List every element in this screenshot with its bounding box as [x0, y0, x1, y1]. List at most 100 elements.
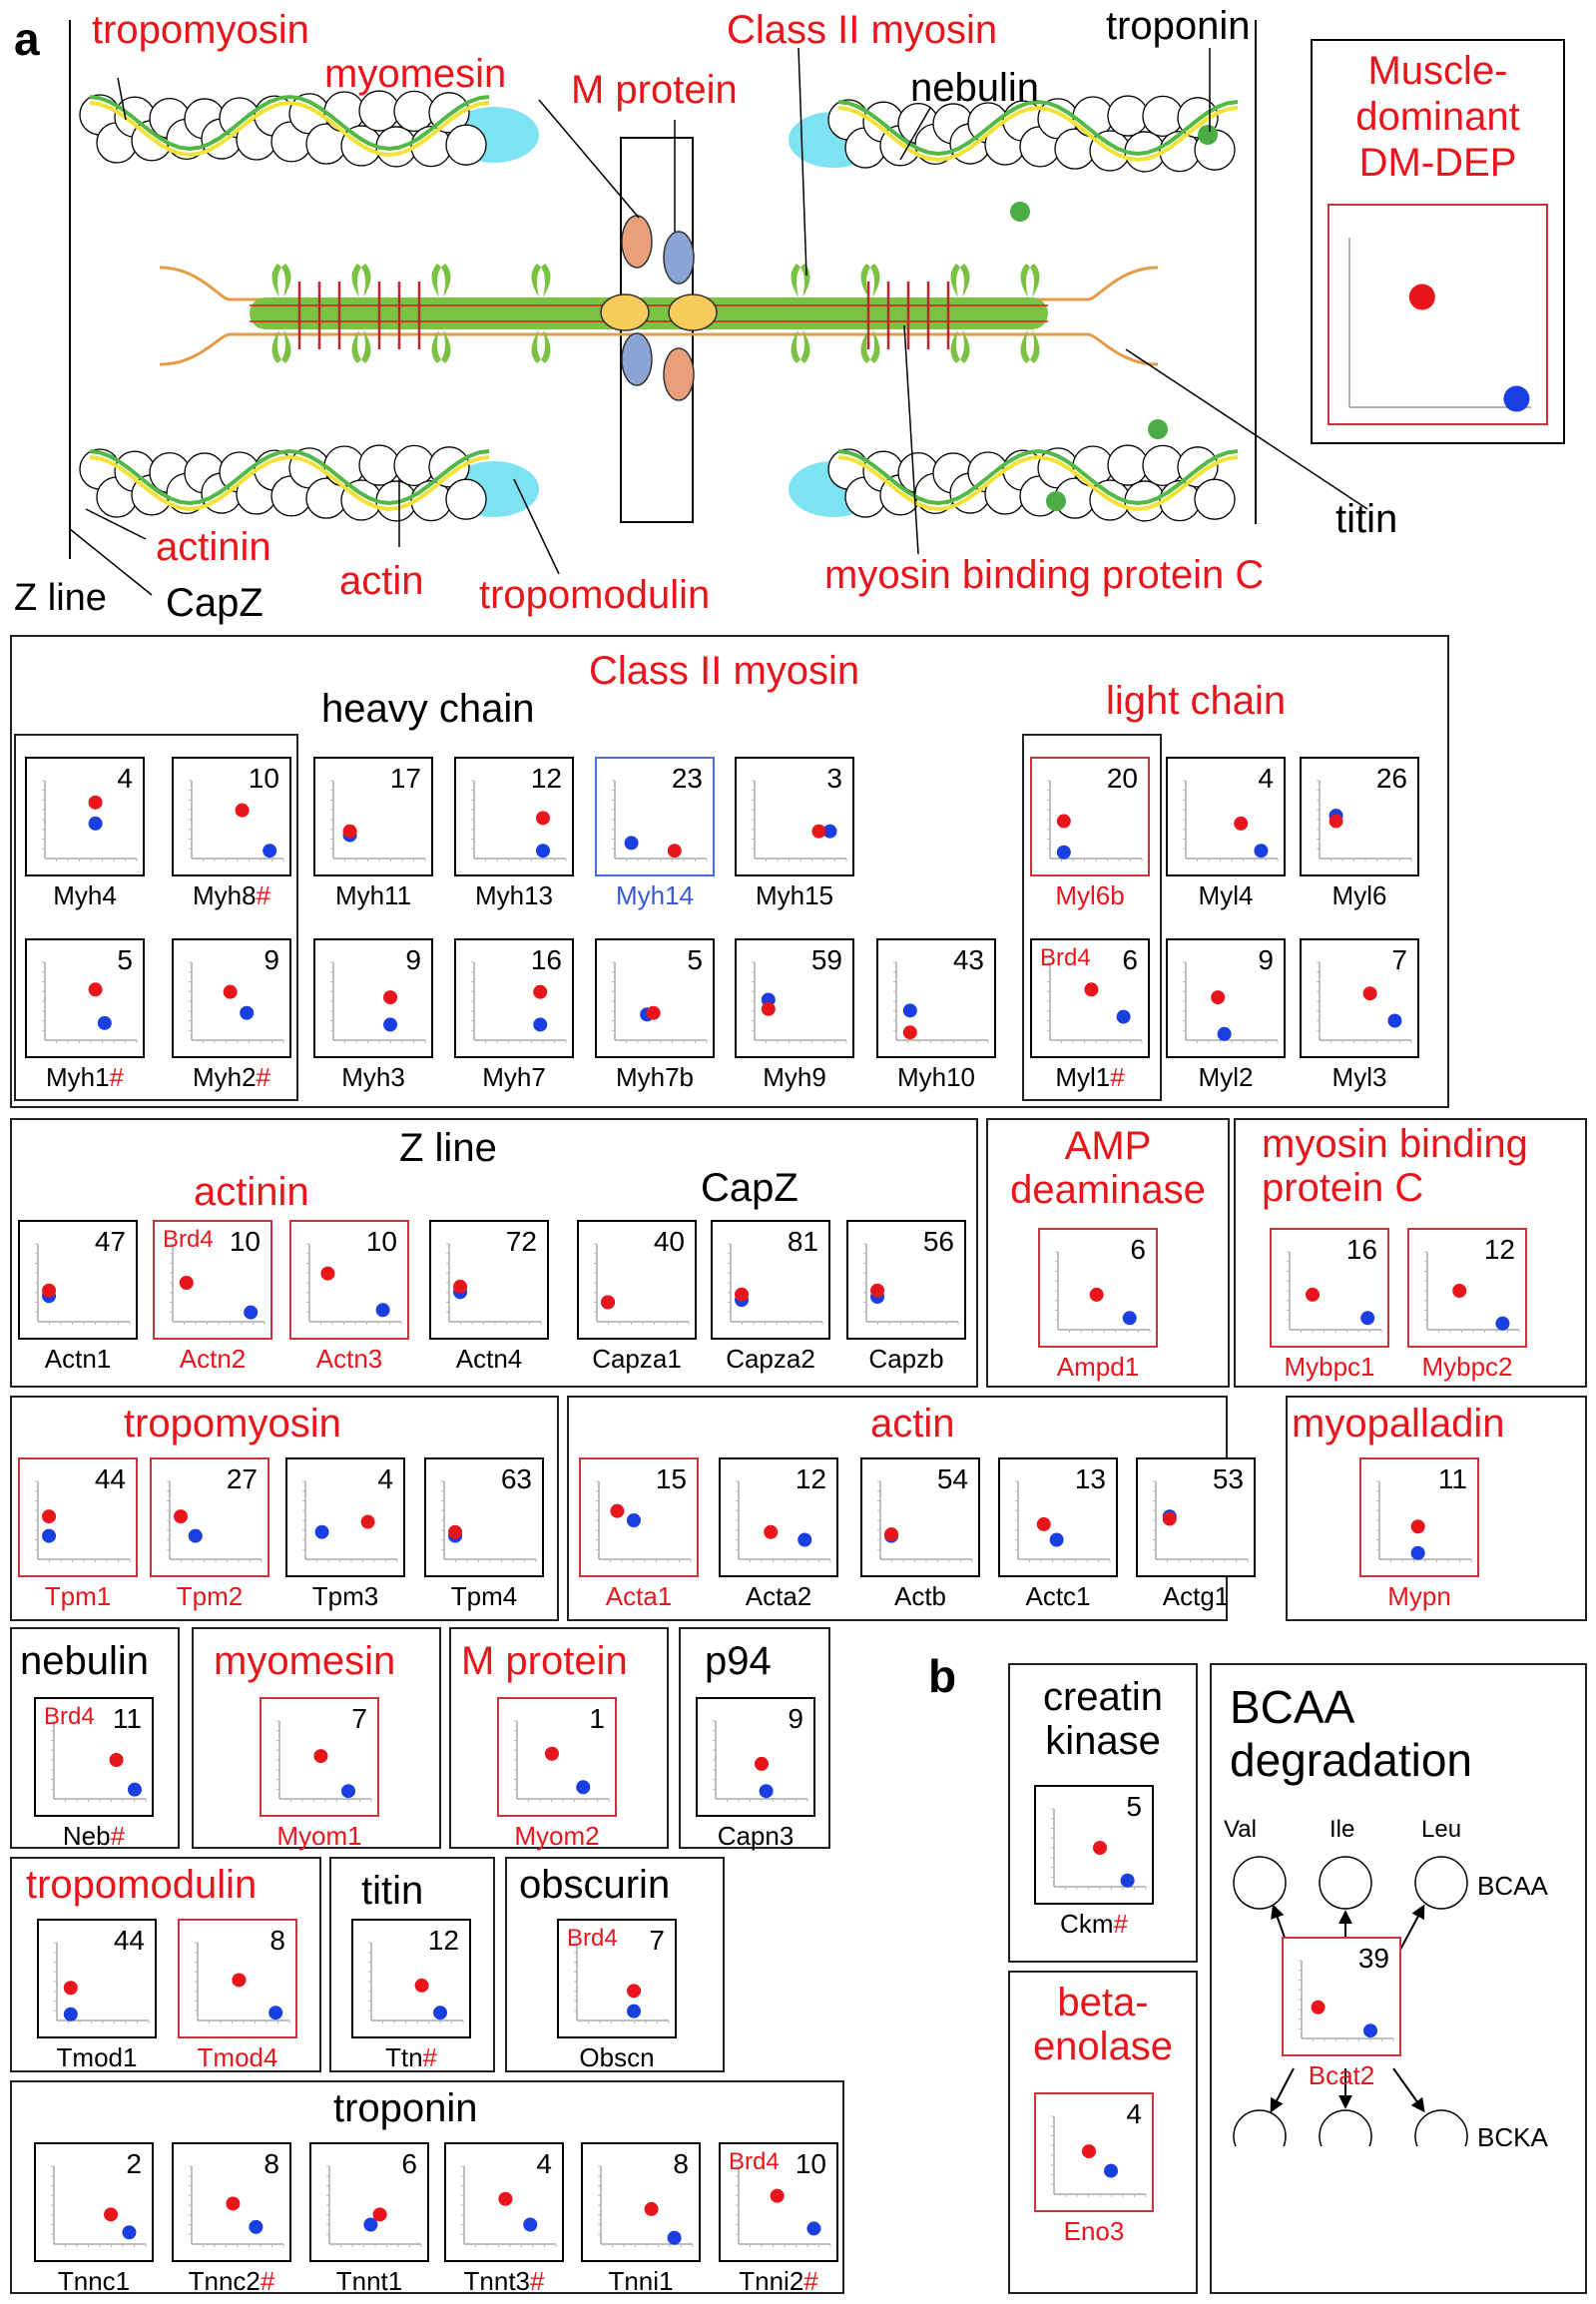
blue-dot	[244, 1305, 259, 1320]
sarcomere-diagram	[69, 20, 1565, 596]
mini-plot	[877, 1480, 973, 1562]
count-label: 15	[655, 1463, 687, 1494]
gene-panel-mybpc1: 16	[1270, 1228, 1389, 1348]
gene-symbol: Tnni2	[739, 2266, 804, 2296]
blue-dot	[122, 2225, 137, 2240]
count-label: 10	[795, 2148, 826, 2179]
blue-dot	[533, 1017, 548, 1032]
gene-symbol: Myl2	[1198, 1062, 1254, 1092]
mini-plot	[1317, 780, 1412, 862]
mini-plot	[189, 780, 284, 862]
red-dot	[42, 1283, 57, 1298]
gene-name-myh11: Myh11	[293, 882, 453, 908]
gene-name-myh13: Myh13	[434, 882, 594, 908]
blue-dot	[88, 816, 103, 831]
blue-dot	[1122, 1311, 1137, 1326]
title-beta-enolase: beta-enolase	[1032, 1981, 1174, 2068]
red-dot	[646, 1005, 661, 1020]
gene-name-myh7b: Myh7b	[575, 1064, 735, 1090]
gene-name-bcat2: Bcat2	[1262, 2062, 1421, 2088]
label-titin: titin	[1335, 497, 1398, 541]
gene-symbol: Capza1	[592, 1344, 682, 1374]
title-z-line: Z line	[399, 1126, 497, 1170]
label-capz: CapZ	[166, 581, 264, 625]
red-dot	[1234, 816, 1249, 831]
gene-symbol: Tnnc2	[188, 2266, 261, 2296]
mini-plot	[752, 780, 847, 862]
gene-name-obscn: Obscn	[537, 2044, 697, 2070]
group-mybpc	[1234, 1118, 1587, 1388]
mini-plot	[1055, 1251, 1151, 1333]
group-z-line	[10, 1118, 978, 1388]
bcaa-ile-label: Ile	[1330, 1816, 1354, 1843]
mini-plot	[326, 2165, 422, 2247]
count-label: 9	[788, 1703, 803, 1734]
title-myomesin: myomesin	[214, 1639, 396, 1683]
mini-plot	[1317, 961, 1412, 1043]
count-label: 9	[405, 944, 421, 975]
bcka-label: BCKA	[1477, 2122, 1548, 2146]
red-dot	[902, 1025, 917, 1040]
gene-name-capza1: Capza1	[557, 1346, 717, 1372]
gene-name-myom2: Myom2	[477, 1823, 637, 1849]
gene-panel-myl4: 4	[1166, 757, 1286, 876]
blue-dot	[268, 2006, 283, 2020]
mini-plot	[863, 1243, 959, 1325]
gene-symbol: Myl6b	[1055, 880, 1125, 910]
mini-plot	[1015, 1480, 1111, 1562]
bcaa-pathway: Val Ile Leu BCAA BCKA	[1224, 1816, 1548, 2146]
mini-plot	[1047, 961, 1143, 1043]
gene-symbol: Capzb	[868, 1344, 944, 1374]
gene-panel-acta2: 12	[719, 1457, 838, 1577]
count-label: 7	[649, 1925, 665, 1956]
mini-plot	[368, 1942, 464, 2023]
count-label: 4	[536, 2148, 552, 2179]
gene-name-myl1: Myl1#	[1010, 1064, 1170, 1090]
gene-name-myh1: Myh1#	[5, 1064, 165, 1090]
red-dot	[755, 1756, 769, 1771]
gene-symbol: Ampd1	[1056, 1352, 1140, 1382]
gene-symbol: Myh13	[474, 880, 554, 910]
gene-panel-tmod1: 44	[37, 1919, 157, 2038]
label-z-line: Z line	[14, 577, 107, 619]
count-label: 47	[94, 1226, 126, 1257]
mini-plot	[330, 780, 426, 862]
gene-name-myh7: Myh7	[434, 1064, 594, 1090]
title-light-chain: light chain	[1106, 679, 1287, 723]
gene-name-tnnc1: Tnnc1	[14, 2268, 174, 2294]
blue-dot	[902, 1003, 917, 1018]
gene-panel-actn4: 72	[429, 1220, 549, 1340]
title-heavy-chain: heavy chain	[321, 687, 535, 731]
title-titin: titin	[361, 1869, 424, 1913]
blue-dot	[240, 1005, 255, 1020]
gene-symbol: Actb	[893, 1581, 947, 1611]
gene-panel-tnni1: 8	[581, 2142, 701, 2262]
count-label: 6	[1122, 944, 1138, 975]
count-label: 10	[365, 1226, 397, 1257]
gene-name-actc1: Actc1	[978, 1583, 1138, 1609]
mini-plot	[461, 2165, 557, 2247]
gene-name-myl6b: Myl6b	[1010, 882, 1170, 908]
thick-filament	[159, 215, 1159, 401]
gene-symbol: Myh14	[615, 880, 695, 910]
count-label: 16	[1345, 1234, 1377, 1265]
red-dot	[360, 1514, 375, 1529]
gene-name-myh10: Myh10	[856, 1064, 1016, 1090]
mini-plot	[1424, 1251, 1520, 1333]
red-dot	[414, 1978, 429, 1993]
count-label: 23	[671, 763, 703, 794]
red-dot	[536, 811, 550, 826]
mini-plot	[195, 1942, 290, 2023]
gene-symbol: Mypn	[1387, 1581, 1451, 1611]
red-dot	[884, 1527, 899, 1542]
label-nebulin: nebulin	[910, 66, 1040, 110]
gene-panel-capza1: 40	[577, 1220, 697, 1340]
red-dot	[1306, 1287, 1320, 1302]
blue-dot	[1254, 844, 1269, 859]
gene-name-tpm1: Tpm1	[0, 1583, 158, 1609]
gene-name-myh15: Myh15	[715, 882, 874, 908]
